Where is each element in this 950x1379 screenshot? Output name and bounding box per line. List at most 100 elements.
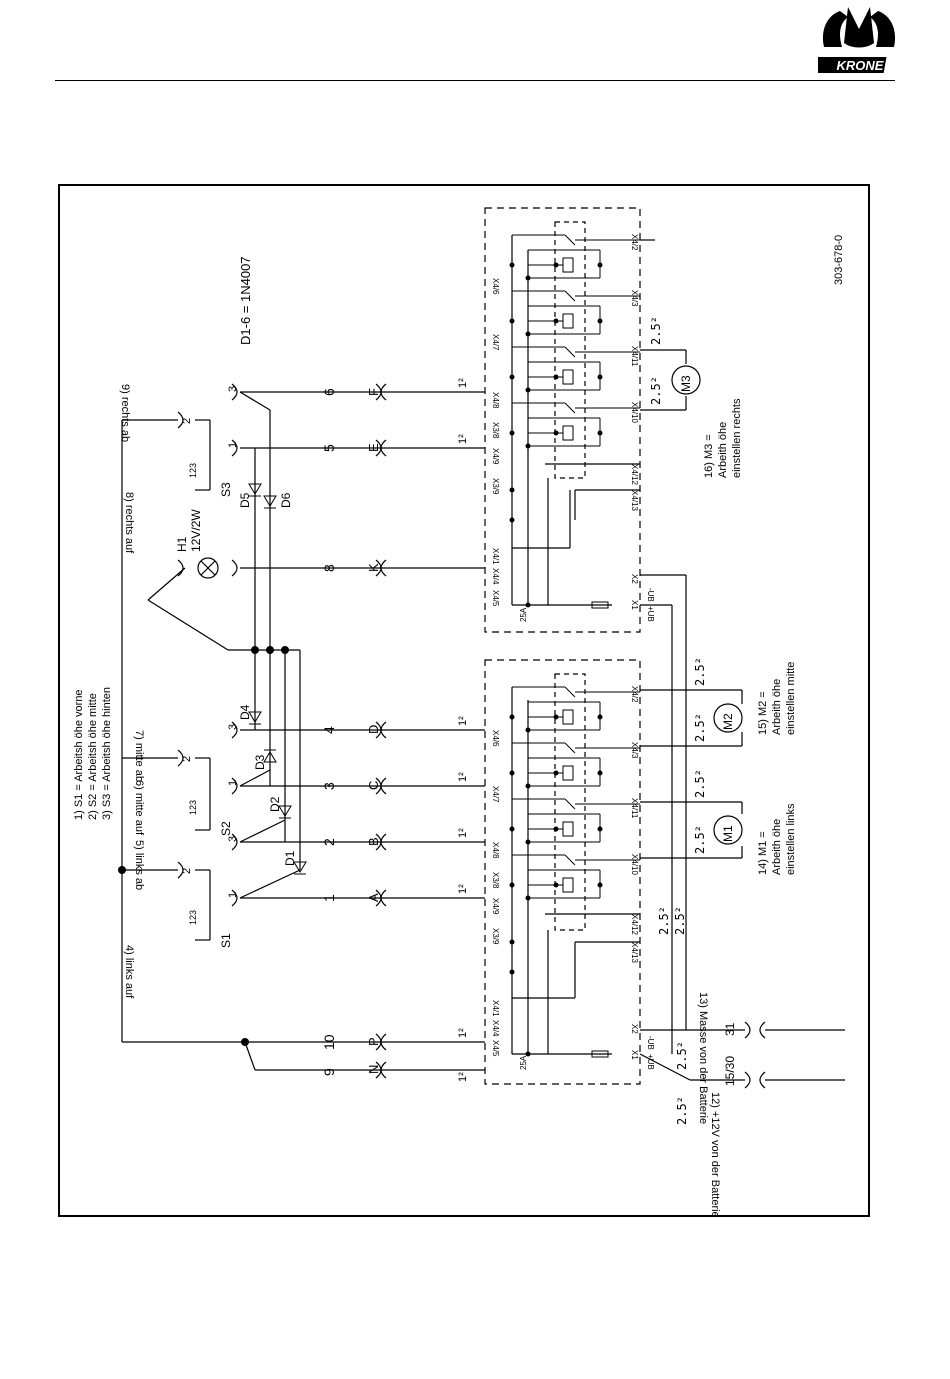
relay-fuse-upper: 25A — [519, 607, 528, 622]
svg-text:X3/9: X3/9 — [491, 478, 500, 495]
diode-d1 — [293, 861, 307, 875]
diode-d5-label: D5 — [238, 492, 252, 508]
diode-d5 — [248, 483, 262, 497]
lamp-h1-label: H1 — [175, 536, 189, 552]
cs-feed-d: 2.5² — [675, 1096, 689, 1125]
svg-text:X3/9: X3/9 — [491, 928, 500, 945]
motor-m2-label: M2 — [721, 713, 735, 730]
switch-s1: S1 — [219, 933, 233, 948]
diode-d6 — [263, 495, 277, 509]
motor-m1-title: 14) M1 = — [757, 831, 769, 875]
svg-text:X4/4: X4/4 — [491, 568, 500, 585]
label-rechts-auf: 8) rechts auf — [123, 492, 135, 554]
wire-2: 2 — [321, 838, 337, 846]
svg-text:X2: X2 — [630, 1024, 639, 1034]
motor-m1-label: M1 — [721, 825, 735, 842]
svg-text:X4/3: X4/3 — [630, 290, 639, 307]
relay-box-lower — [484, 659, 641, 1085]
diode-d2-label: D2 — [268, 796, 282, 812]
svg-text:X4/7: X4/7 — [491, 334, 500, 351]
pin-3-s2: 3 — [227, 724, 239, 730]
switch-s2: S2 — [219, 821, 233, 836]
cs-f: 1² — [457, 378, 469, 388]
svg-text:X1: X1 — [630, 1050, 639, 1060]
diode-d2 — [278, 805, 292, 819]
svg-text:X4/5: X4/5 — [491, 590, 500, 607]
svg-text:X4/7: X4/7 — [491, 786, 500, 803]
cs-p: 1² — [457, 1028, 469, 1038]
svg-text:X4/9: X4/9 — [491, 448, 500, 465]
cs-feed-c: 2.5² — [675, 1041, 689, 1070]
cs-m2-a: 2.5² — [693, 657, 707, 686]
wire-3: 3 — [321, 782, 337, 790]
relay-ub-minus-lower: -UB — [646, 1036, 655, 1050]
relay-contacts-upper — [512, 234, 640, 447]
diode-d3 — [263, 749, 277, 763]
label-mitte-ab: 7) mitte ab — [133, 730, 145, 782]
svg-text:X4/2: X4/2 — [630, 234, 639, 251]
svg-text:X4/4: X4/4 — [491, 1020, 500, 1037]
battery-plus-label: 12) +12V von der Batterie — [709, 1092, 721, 1218]
label-mitte-auf: 6) mitte auf — [133, 780, 145, 836]
cs-m1-a: 2.5² — [693, 769, 707, 798]
battery-terminal-31: 31 — [723, 1022, 737, 1036]
diode-d4 — [248, 711, 262, 725]
legend-s1: 1) S1 = Arbeitsh öhe vorne — [73, 689, 85, 820]
plug-c: C — [366, 781, 381, 790]
svg-text:KRONE: KRONE — [837, 58, 884, 73]
wire-9: 9 — [321, 1068, 337, 1076]
relay-ub-minus-upper: -UB — [646, 588, 655, 602]
pin-2-s1: 2 — [181, 868, 193, 874]
diode-d6-label: D6 — [279, 492, 293, 508]
svg-text:X2: X2 — [630, 574, 639, 584]
wire-10: 10 — [321, 1034, 337, 1050]
pin-2-s2: 2 — [181, 756, 193, 762]
motor-m1-line2: einstellen links — [785, 803, 797, 875]
plug-e: E — [366, 443, 381, 452]
cs-e: 1² — [457, 434, 469, 444]
lamp-h1 — [197, 557, 219, 579]
cs-b: 1² — [457, 828, 469, 838]
switch-pos-s3: 123 — [188, 463, 198, 478]
relay-pins-upper: X4/8 X3/8 X4/9 X3/9 X4/6 X4/7 X4/1 X4/5 … — [491, 234, 639, 610]
wire-1: 1 — [321, 894, 337, 902]
cs-m1-b: 2.5² — [693, 825, 707, 854]
diode-d4-label: D4 — [238, 704, 252, 720]
label-links-ab: 5) links ab — [133, 840, 145, 890]
cs-a: 1² — [457, 884, 469, 894]
lamp-h1-rating: 12V/2W — [189, 509, 203, 552]
plug-a: A — [366, 893, 381, 902]
motor-m2-title: 15) M2 = — [757, 691, 769, 735]
motor-m2-symbol — [713, 703, 743, 733]
svg-text:X4/5: X4/5 — [491, 1040, 500, 1057]
plug-n: N — [366, 1065, 381, 1074]
motor-m3-symbol — [671, 365, 701, 395]
diode-note: D1-6 = 1N4007 — [238, 256, 253, 345]
plug-connectors — [177, 383, 766, 1089]
drawing-number: 303-678-0 — [833, 235, 845, 285]
wire-8: 8 — [321, 564, 337, 572]
relay-contacts-lower — [512, 686, 640, 899]
plug-p: P — [366, 1037, 381, 1046]
relay-pins-lower: X4/8 X3/8 X4/9 X3/9 X4/6 X4/7 X4/1 X4/5 … — [491, 686, 639, 1060]
motor-m3-line1: Arbeith öhe — [717, 422, 729, 478]
svg-text:X3/8: X3/8 — [491, 872, 500, 889]
battery-terminal-1530: 15/30 — [723, 1056, 737, 1086]
label-links-auf: 4) links auf — [123, 945, 135, 999]
plug-b: B — [366, 837, 381, 846]
svg-text:X4/12: X4/12 — [630, 914, 639, 935]
motor-m1-symbol — [713, 815, 743, 845]
cs-feed-a: 2.5² — [657, 906, 671, 935]
schematic-frame — [58, 184, 870, 1217]
motor-m2-line1: Arbeith öhe — [771, 679, 783, 735]
svg-text:X4/11: X4/11 — [630, 798, 639, 819]
svg-text:X4/1: X4/1 — [491, 548, 500, 565]
fuse-upper — [591, 601, 609, 609]
legend-s2: 2) S2 = Arbeitsh öhe mitte — [87, 693, 99, 820]
svg-text:X4/3: X4/3 — [630, 742, 639, 759]
switch-pos-s1: 123 — [188, 910, 198, 925]
krone-logo: KRONE — [818, 7, 896, 73]
svg-text:X4/12: X4/12 — [630, 464, 639, 485]
relay-fuse-lower: 25A — [519, 1055, 528, 1070]
plug-f: F — [366, 388, 381, 396]
